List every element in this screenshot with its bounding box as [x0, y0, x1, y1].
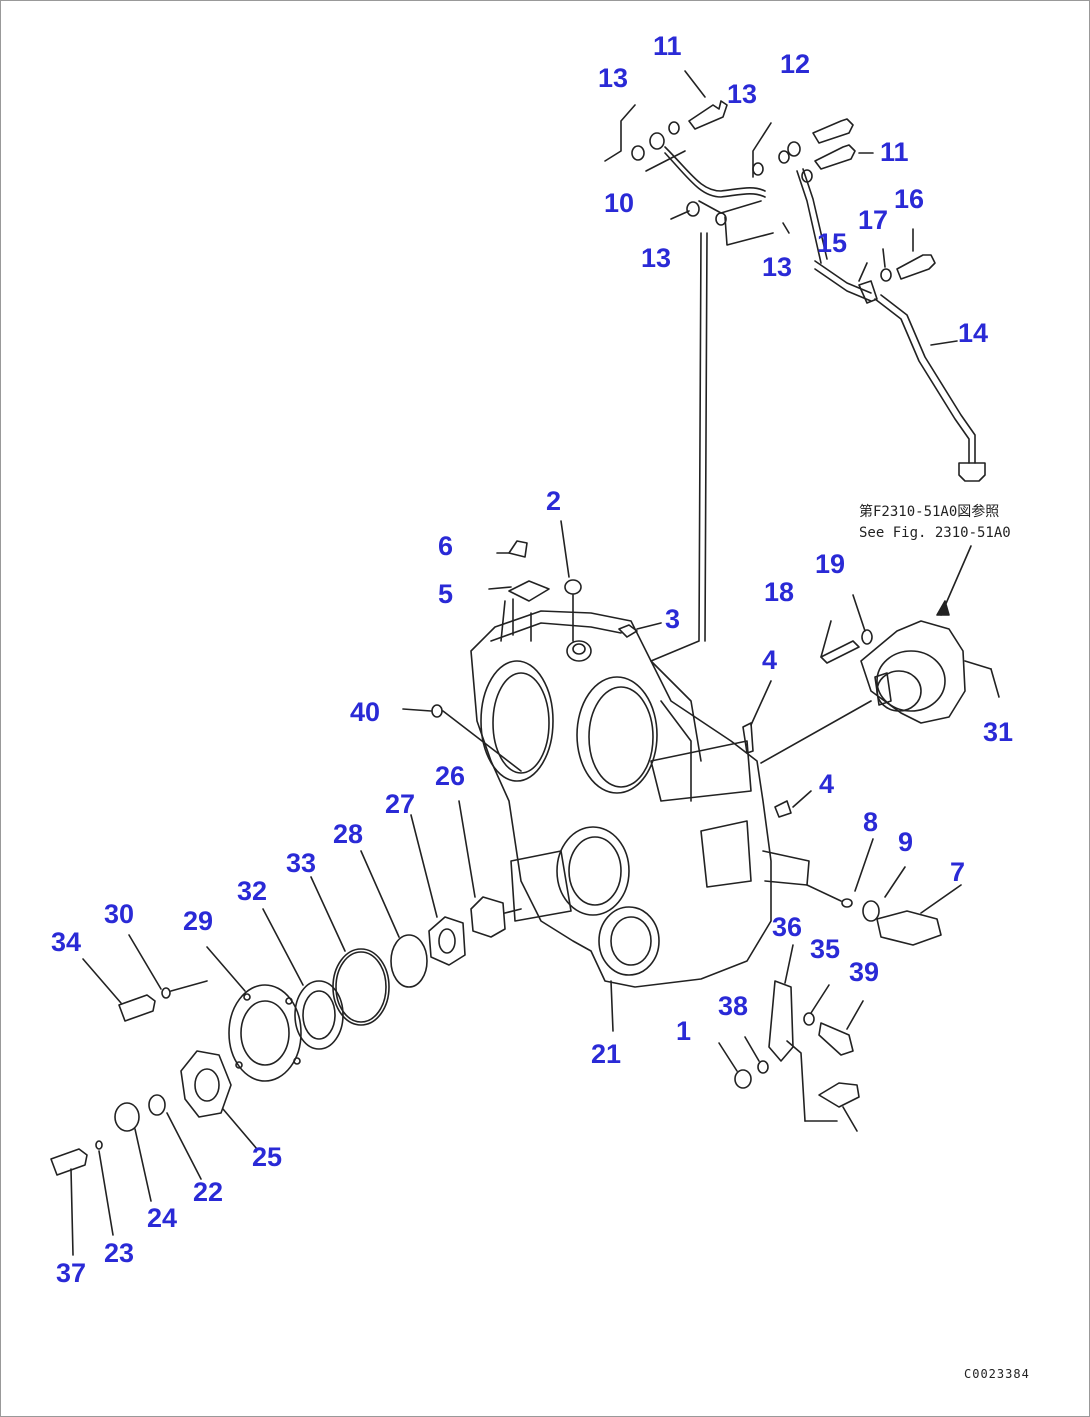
callout-39[interactable]: 38: [718, 991, 749, 1021]
callout-24[interactable]: 23: [104, 1238, 135, 1268]
callout-11-a[interactable]: 11: [653, 31, 682, 61]
callout-4-b[interactable]: 4: [819, 769, 835, 799]
left-exploded-parts: [50, 800, 522, 1256]
callout-6[interactable]: 6: [438, 531, 454, 561]
callout-31[interactable]: 30: [104, 899, 135, 929]
callout-27[interactable]: 27: [385, 789, 416, 819]
callout-25[interactable]: 22: [193, 1177, 224, 1207]
reference-note-en: See Fig. 2310-51A0: [859, 525, 1011, 541]
callout-38[interactable]: 1: [676, 1016, 692, 1046]
callout-2[interactable]: 2: [546, 486, 562, 516]
callout-26[interactable]: 26: [435, 761, 466, 791]
callout-32[interactable]: 32: [237, 876, 268, 906]
callout-29[interactable]: 29: [183, 906, 214, 936]
callout-30[interactable]: 34: [51, 927, 82, 957]
bracket-assembly: [718, 944, 864, 1132]
callout-40[interactable]: 40: [350, 697, 381, 727]
callout-10[interactable]: 10: [604, 188, 635, 218]
callout-13-c[interactable]: 13: [641, 243, 672, 273]
sensor-parts: [806, 838, 962, 946]
callout-7[interactable]: 7: [950, 857, 966, 887]
callout-9[interactable]: 9: [898, 827, 914, 857]
callout-23[interactable]: 37: [56, 1258, 87, 1288]
callout-20[interactable]: 31: [983, 717, 1014, 747]
callout-17[interactable]: 17: [858, 205, 889, 235]
callout-3[interactable]: 3: [665, 604, 681, 634]
callout-16[interactable]: 16: [894, 184, 925, 214]
callout-13-b[interactable]: 13: [727, 79, 758, 109]
callout-12[interactable]: 12: [780, 49, 811, 79]
callout-5[interactable]: 5: [438, 579, 454, 609]
oil-line-group: [604, 70, 986, 662]
callout-13-d[interactable]: 13: [762, 252, 793, 282]
callout-28[interactable]: 28: [333, 819, 364, 849]
drawing-code: C0023384: [964, 1367, 1030, 1381]
callout-22[interactable]: 24: [147, 1203, 178, 1233]
callout-34[interactable]: 36: [772, 912, 803, 942]
callout-11-b[interactable]: 11: [880, 137, 909, 167]
callout-4-a[interactable]: 4: [762, 645, 778, 675]
callout-14[interactable]: 14: [958, 318, 989, 348]
callout-36[interactable]: 35: [810, 934, 841, 964]
callout-19[interactable]: 19: [815, 549, 846, 579]
callout-33[interactable]: 33: [286, 848, 317, 878]
callout-15[interactable]: 15: [817, 228, 848, 258]
reference-note-jp: 第F2310-51A0図参照: [859, 504, 1000, 520]
callout-13-a[interactable]: 13: [598, 63, 629, 93]
callout-35[interactable]: 39: [849, 957, 880, 987]
pump-assembly: [760, 545, 1000, 764]
callout-1[interactable]: 21: [591, 1039, 622, 1069]
callout-21[interactable]: 25: [252, 1142, 283, 1172]
transfer-case: [402, 520, 812, 1032]
callout-18[interactable]: 18: [764, 577, 795, 607]
callout-8[interactable]: 8: [863, 807, 879, 837]
